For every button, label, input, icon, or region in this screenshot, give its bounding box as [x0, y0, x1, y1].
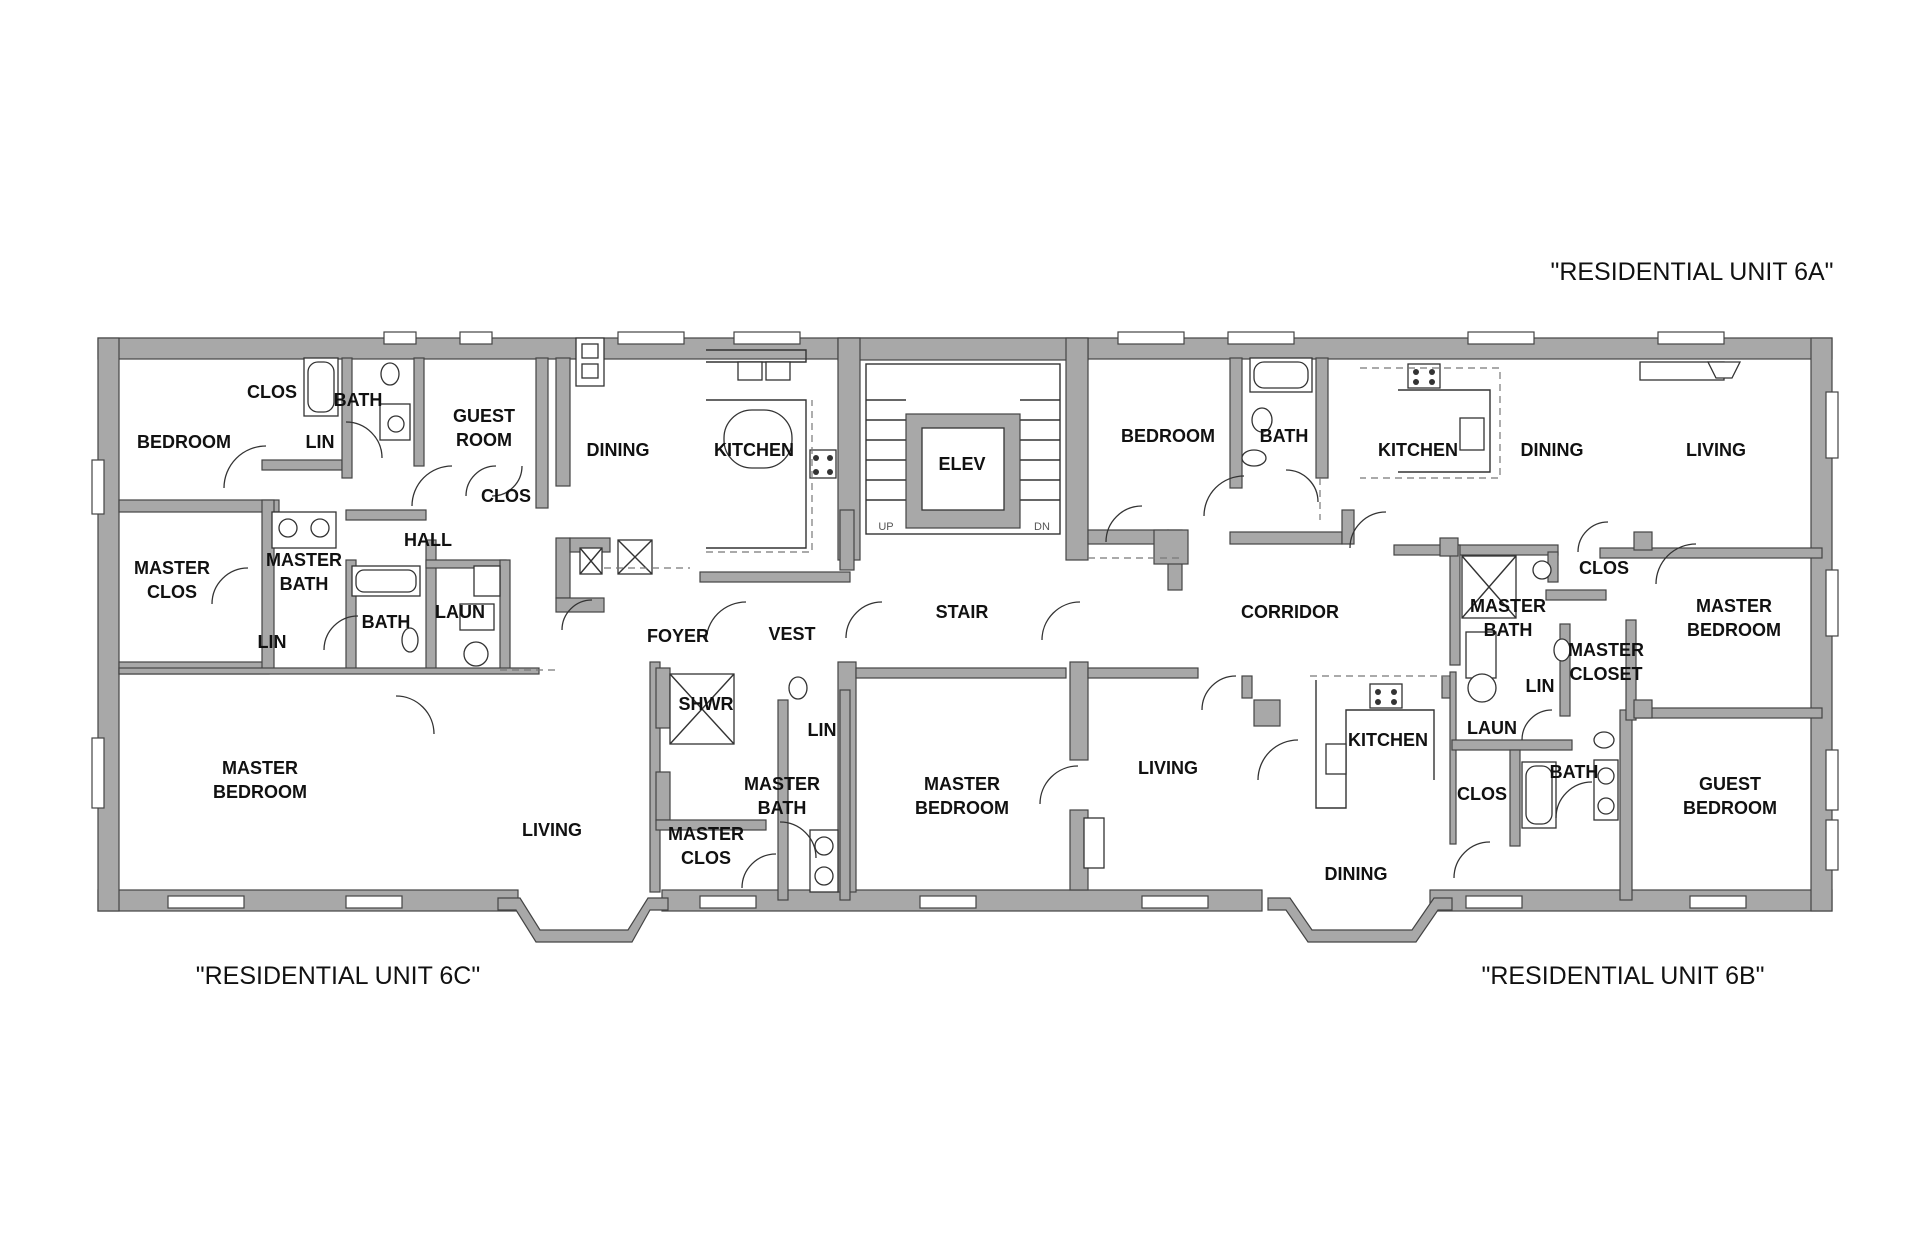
label-c-guest-clos: CLOS [481, 486, 531, 506]
label-b-dining: DINING [1325, 864, 1388, 884]
fixtures [271, 337, 1742, 893]
label-c-hall: HALL [404, 530, 452, 550]
label-b-clos: CLOS [1457, 784, 1507, 804]
label-c-clos: CLOS [247, 382, 297, 402]
label-a-master-bath-line2: BATH [1484, 620, 1533, 640]
label-c-master-clos-line1: MASTER [134, 558, 210, 578]
label-b-master-bed-line2: BEDROOM [915, 798, 1009, 818]
label-b-master-bath-line1: MASTER [744, 774, 820, 794]
label-c-dining: DINING [587, 440, 650, 460]
label-b-master-clos-line1: MASTER [668, 824, 744, 844]
windows [91, 331, 1839, 909]
label-a-master-bed-line1: MASTER [1696, 596, 1772, 616]
label-c-vest: VEST [768, 624, 815, 644]
label-b-bath: BATH [1550, 762, 1599, 782]
label-a-living: LIVING [1686, 440, 1746, 460]
label-c-lin1: LIN [306, 432, 335, 452]
label-b-lin: LIN [808, 720, 837, 740]
label-a-master-bed-line2: BEDROOM [1687, 620, 1781, 640]
label-a-kitchen: KITCHEN [1378, 440, 1458, 460]
label-c-laun: LAUN [435, 602, 485, 622]
label-c-guest-line2: ROOM [456, 430, 512, 450]
label-a-dining: DINING [1521, 440, 1584, 460]
label-a-lin: LIN [1526, 676, 1555, 696]
unit-6a-title: "RESIDENTIAL UNIT 6A" [1550, 258, 1833, 286]
label-c-bath2: BATH [362, 612, 411, 632]
label-stair-dn: DN [1034, 521, 1050, 533]
label-c-living: LIVING [522, 820, 582, 840]
label-a-master-closet-line2: CLOSET [1569, 664, 1642, 684]
label-b-master-clos-line2: CLOS [681, 848, 731, 868]
label-b-kitchen: KITCHEN [1348, 730, 1428, 750]
label-b-guest-line1: GUEST [1699, 774, 1761, 794]
label-b-living: LIVING [1138, 758, 1198, 778]
label-c-master-bed-line1: MASTER [222, 758, 298, 778]
label-c-master-bed-line2: BEDROOM [213, 782, 307, 802]
label-c-bedroom: BEDROOM [137, 432, 231, 452]
label-c-master-clos-line2: CLOS [147, 582, 197, 602]
label-b-guest-line2: BEDROOM [1683, 798, 1777, 818]
label-c-lin2: LIN [258, 632, 287, 652]
label-b-shwr: SHWR [679, 694, 734, 714]
label-elev: ELEV [938, 454, 985, 474]
label-a-bath: BATH [1260, 426, 1309, 446]
label-c-bath1: BATH [334, 390, 383, 410]
label-c-master-bath-line1: MASTER [266, 550, 342, 570]
label-c-kitchen: KITCHEN [714, 440, 794, 460]
label-c-foyer: FOYER [647, 626, 709, 646]
label-b-master-bath-line2: BATH [758, 798, 807, 818]
bay-windows [497, 897, 1453, 943]
unit-6c-title: "RESIDENTIAL UNIT 6C" [196, 962, 480, 990]
label-b-laun: LAUN [1467, 718, 1517, 738]
label-c-guest-line1: GUEST [453, 406, 515, 426]
label-stair-up: UP [878, 521, 893, 533]
dashed-lines [500, 478, 1321, 671]
label-c-master-bath-line2: BATH [280, 574, 329, 594]
unit-6b-title: "RESIDENTIAL UNIT 6B" [1481, 962, 1764, 990]
label-b-master-bed-line1: MASTER [924, 774, 1000, 794]
doors [211, 421, 1697, 889]
label-a-master-closet-line1: MASTER [1568, 640, 1644, 660]
label-corridor: CORRIDOR [1241, 602, 1339, 622]
label-a-bedroom: BEDROOM [1121, 426, 1215, 446]
interior-walls [118, 357, 1823, 901]
label-a-master-bath-line1: MASTER [1470, 596, 1546, 616]
label-a-clos: CLOS [1579, 558, 1629, 578]
label-stair: STAIR [936, 602, 989, 622]
